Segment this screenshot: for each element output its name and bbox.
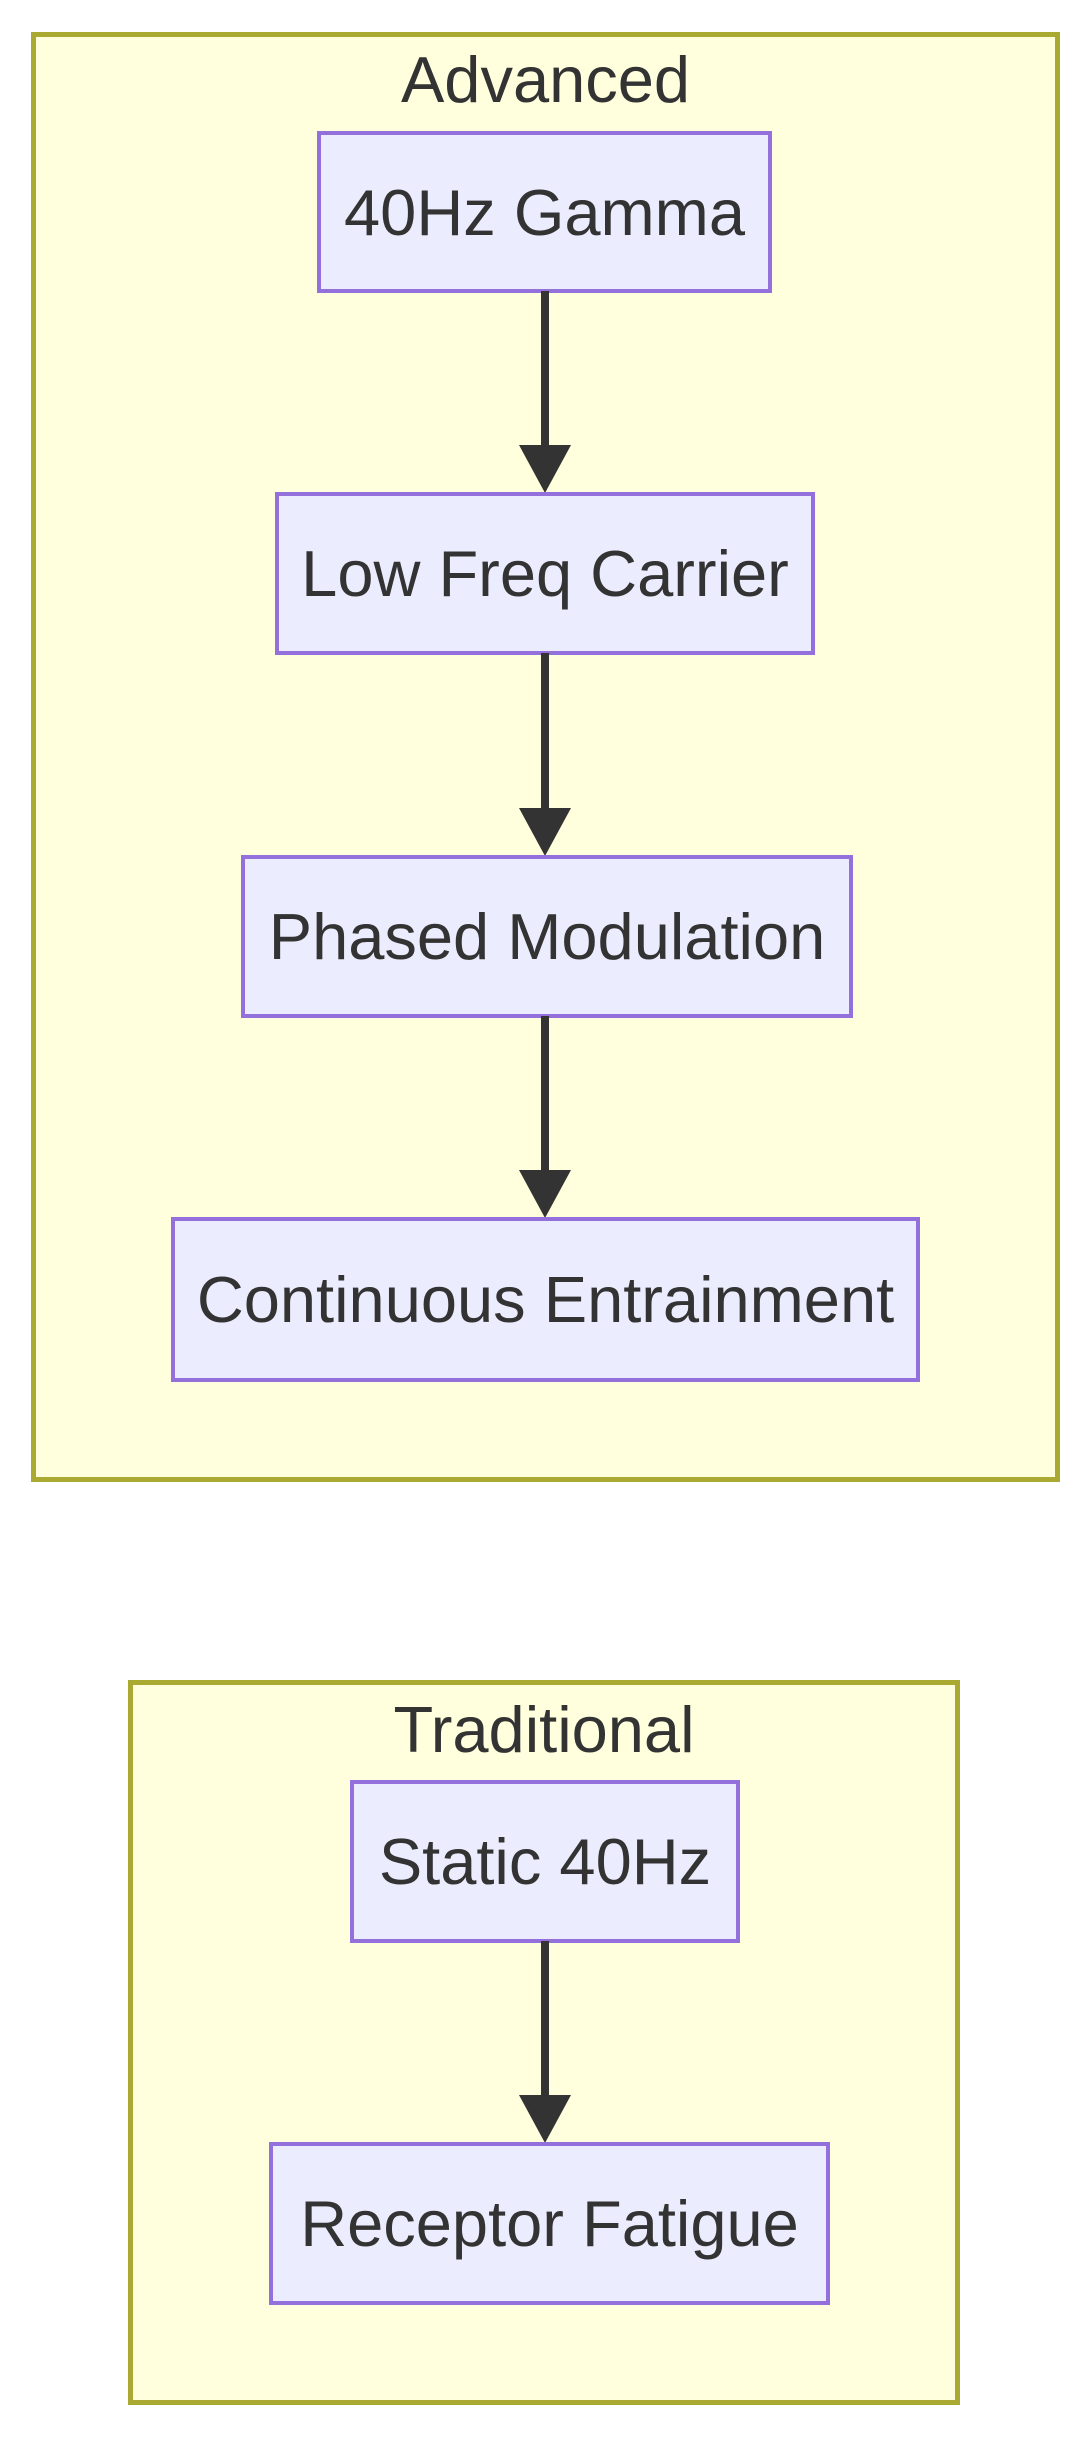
edge-phased-modulation-to-continuous-entrainment-arrowhead-icon xyxy=(519,1170,571,1218)
edge-static-40hz-to-receptor-fatigue-line xyxy=(541,1941,549,2103)
node-40hz-gamma: 40Hz Gamma xyxy=(317,131,772,293)
node-continuous-entrainment: Continuous Entrainment xyxy=(171,1217,920,1382)
node-low-freq-carrier: Low Freq Carrier xyxy=(275,492,815,655)
subgraph-traditional-title: Traditional xyxy=(393,1693,695,1767)
node-receptor-fatigue: Receptor Fatigue xyxy=(269,2142,830,2305)
edge-phased-modulation-to-continuous-entrainment-line xyxy=(541,1016,549,1178)
edge-low-freq-carrier-to-phased-modulation-line xyxy=(541,653,549,816)
node-static-40hz: Static 40Hz xyxy=(350,1780,740,1943)
edge-static-40hz-to-receptor-fatigue-arrowhead-icon xyxy=(519,2095,571,2143)
subgraph-advanced-title: Advanced xyxy=(400,43,691,117)
edge-low-freq-carrier-to-phased-modulation-arrowhead-icon xyxy=(519,808,571,856)
edge-40hz-gamma-to-low-freq-carrier-arrowhead-icon xyxy=(519,445,571,493)
edge-40hz-gamma-to-low-freq-carrier-line xyxy=(541,291,549,453)
node-phased-modulation: Phased Modulation xyxy=(241,855,853,1018)
